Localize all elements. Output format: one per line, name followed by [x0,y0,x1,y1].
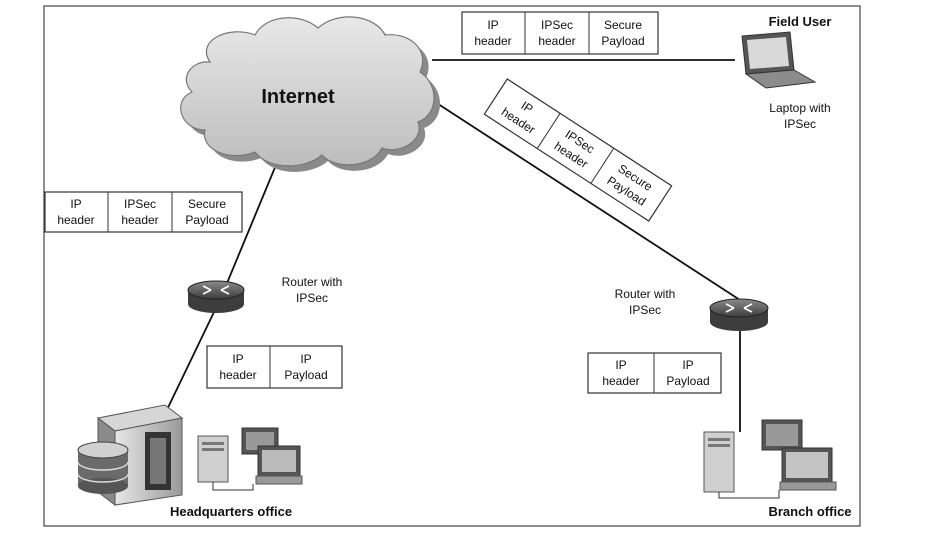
laptop-caption-line1: Laptop with [769,101,830,115]
packet-diagonal: IP header IPSec header Secure Payload [483,78,673,222]
laptop-caption-line2: IPSec [784,117,816,131]
connection-lines [162,59,741,432]
headquarters-label: Headquarters office [170,504,292,519]
packet-field-line2: header [538,34,575,48]
diagram-frame [43,5,861,527]
packet-field-line2: Payload [185,213,228,227]
router-icon [187,280,245,313]
database-icon [77,441,129,494]
packet-field-line2: header [474,34,511,48]
packet-field-line1: IP [487,18,498,32]
desktop-pc-icon [703,419,837,499]
desktop-pc-icon [197,427,303,491]
packet-field-line1: IPSec [124,197,156,211]
packet-top: IP header IPSec header Secure Payload [461,11,659,55]
packet-field-line2: header [219,368,256,382]
packet-field-line1: IP [615,358,626,372]
packet-field-line1: IP [70,197,81,211]
packet-field-line2: header [121,213,158,227]
link-internet-branch-router [431,99,741,301]
packet-field-line2: Payload [601,34,644,48]
packet-field-line2: Payload [284,368,327,382]
packet-field-line2: header [602,374,639,388]
branch-label: Branch office [768,504,851,519]
branch-router-label-line1: Router with [615,287,676,301]
packet-field-line2: Payload [666,374,709,388]
cloud-label: Internet [261,86,335,108]
packet-hq-inner: IP header IP Payload [206,345,343,389]
laptop-icon [741,31,817,89]
packet-field-line1: IP [232,352,243,366]
branch-router-label-line2: IPSec [629,303,661,317]
field-user-title: Field User [769,14,832,29]
packet-field-line1: Secure [604,18,642,32]
packet-field-line1: IP [300,352,311,366]
hq-router-label-line2: IPSec [296,291,328,305]
packet-branch-inner: IP header IP Payload [587,352,722,394]
link-internet-hq-router [219,164,277,301]
link-hq-router-server [162,309,216,419]
packet-field-line1: IP [682,358,693,372]
hq-router-label-line1: Router with [282,275,343,289]
packet-left: IP header IPSec header Secure Payload [44,191,243,233]
packet-field-line2: header [57,213,94,227]
router-icon [709,298,769,331]
packet-field-line1: IPSec [541,18,573,32]
cloud-icon [180,16,441,172]
packet-field-line1: Secure [188,197,226,211]
